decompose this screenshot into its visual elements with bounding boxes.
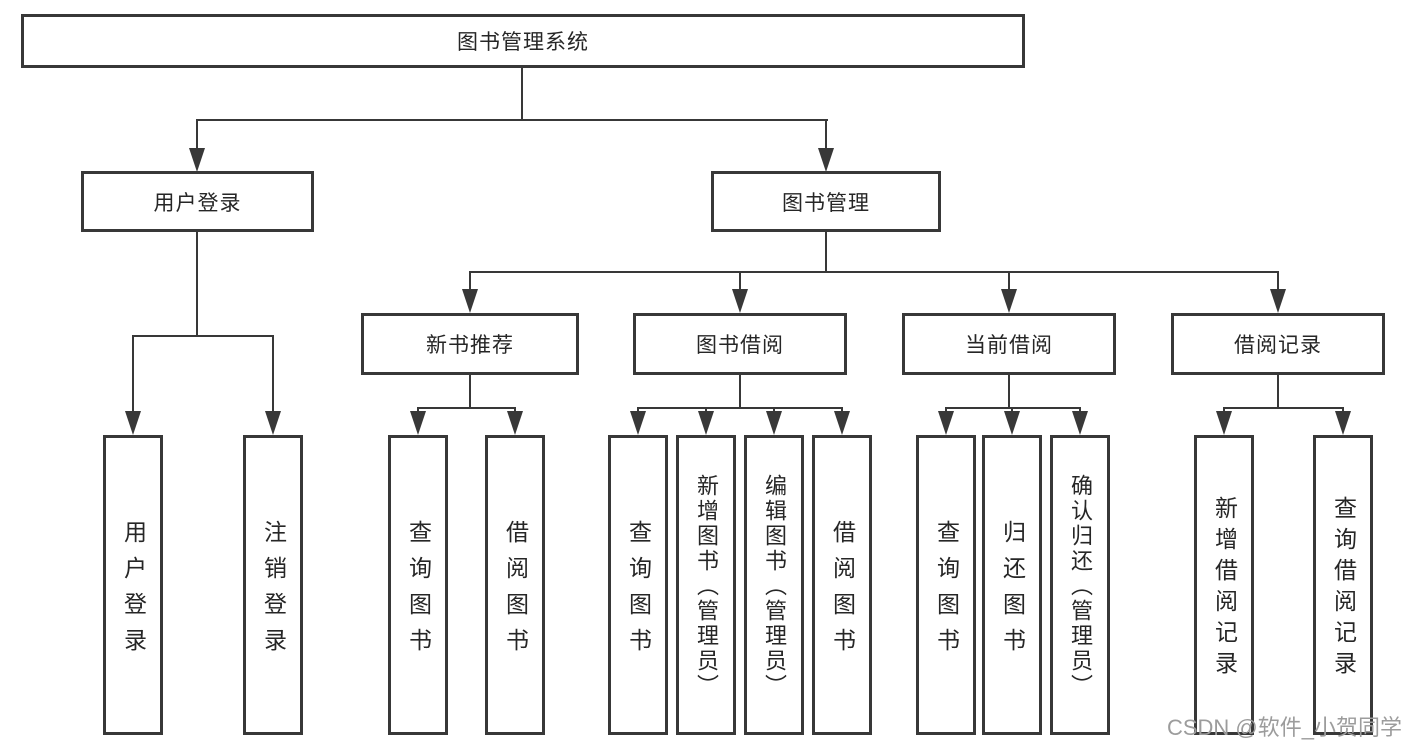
connector-line — [469, 271, 1279, 273]
arrow-down-icon — [507, 411, 523, 435]
connector-line — [1277, 271, 1279, 291]
arrow-down-icon — [630, 411, 646, 435]
leaf-add-book-admin: 新增图书（管理员） — [676, 435, 736, 735]
leaf-label: 查询图书 — [933, 519, 960, 664]
connector-line — [132, 335, 274, 337]
connector-line — [825, 119, 827, 151]
arrow-down-icon — [1004, 411, 1020, 435]
connector-line — [469, 271, 471, 291]
leaf-edit-book-admin: 编辑图书（管理员） — [744, 435, 804, 735]
leaf-label: 查询借阅记录 — [1330, 496, 1357, 682]
arrow-down-icon — [1216, 411, 1232, 435]
arrow-down-icon — [766, 411, 782, 435]
connector-line — [1008, 271, 1010, 291]
leaf-label: 编辑图书（管理员） — [762, 474, 787, 699]
leaf-confirm-return-admin: 确认归还（管理员） — [1050, 435, 1110, 735]
connector-line — [196, 119, 828, 121]
connector-line — [1277, 375, 1279, 408]
leaf-label: 新增图书（管理员） — [694, 474, 719, 699]
csdn-watermark: CSDN @软件_小贺同学 — [1166, 715, 1402, 740]
connector-line — [637, 407, 843, 409]
arrow-down-icon — [125, 411, 141, 435]
node-borrow-records: 借阅记录 — [1171, 313, 1385, 375]
node-root-library-system: 图书管理系统 — [21, 14, 1025, 68]
node-new-book-recommend: 新书推荐 — [361, 313, 579, 375]
leaf-label: 借阅图书 — [502, 519, 529, 664]
leaf-query-books: 查询图书 — [608, 435, 668, 735]
arrow-down-icon — [834, 411, 850, 435]
leaf-borrow-books: 借阅图书 — [812, 435, 872, 735]
connector-line — [132, 335, 134, 413]
arrow-down-icon — [462, 289, 478, 313]
arrow-down-icon — [818, 148, 834, 172]
leaf-label: 新增借阅记录 — [1211, 496, 1238, 682]
connector-line — [825, 232, 827, 272]
connector-line — [739, 375, 741, 408]
arrow-down-icon — [410, 411, 426, 435]
arrow-down-icon — [189, 148, 205, 172]
arrow-down-icon — [938, 411, 954, 435]
connector-line — [521, 68, 523, 119]
connector-line — [1008, 375, 1010, 408]
leaf-label: 查询图书 — [405, 519, 432, 664]
connector-line — [272, 335, 274, 413]
connector-line — [469, 375, 471, 408]
leaf-query-books: 查询图书 — [388, 435, 448, 735]
arrow-down-icon — [698, 411, 714, 435]
arrow-down-icon — [265, 411, 281, 435]
leaf-label: 借阅图书 — [829, 519, 856, 664]
leaf-label: 注销登录 — [260, 519, 287, 664]
connector-line — [417, 407, 516, 409]
leaf-user-login: 用户登录 — [103, 435, 163, 735]
arrow-down-icon — [732, 289, 748, 313]
connector-line — [1223, 407, 1344, 409]
arrow-down-icon — [1072, 411, 1088, 435]
connector-line — [196, 119, 198, 151]
leaf-borrow-books: 借阅图书 — [485, 435, 545, 735]
node-user-login: 用户登录 — [81, 171, 314, 232]
node-book-management: 图书管理 — [711, 171, 941, 232]
leaf-label: 查询图书 — [625, 519, 652, 664]
connector-line — [196, 232, 198, 336]
leaf-query-borrow-record: 查询借阅记录 — [1313, 435, 1373, 735]
leaf-label: 用户登录 — [120, 519, 147, 664]
leaf-label: 确认归还（管理员） — [1068, 474, 1093, 699]
arrow-down-icon — [1335, 411, 1351, 435]
arrow-down-icon — [1001, 289, 1017, 313]
leaf-add-borrow-record: 新增借阅记录 — [1194, 435, 1254, 735]
connector-line — [739, 271, 741, 291]
leaf-label: 归还图书 — [999, 519, 1026, 664]
leaf-logout: 注销登录 — [243, 435, 303, 735]
connector-line — [945, 407, 1081, 409]
arrow-down-icon — [1270, 289, 1286, 313]
leaf-return-books: 归还图书 — [982, 435, 1042, 735]
node-current-borrow: 当前借阅 — [902, 313, 1116, 375]
node-book-borrow: 图书借阅 — [633, 313, 847, 375]
leaf-query-books: 查询图书 — [916, 435, 976, 735]
